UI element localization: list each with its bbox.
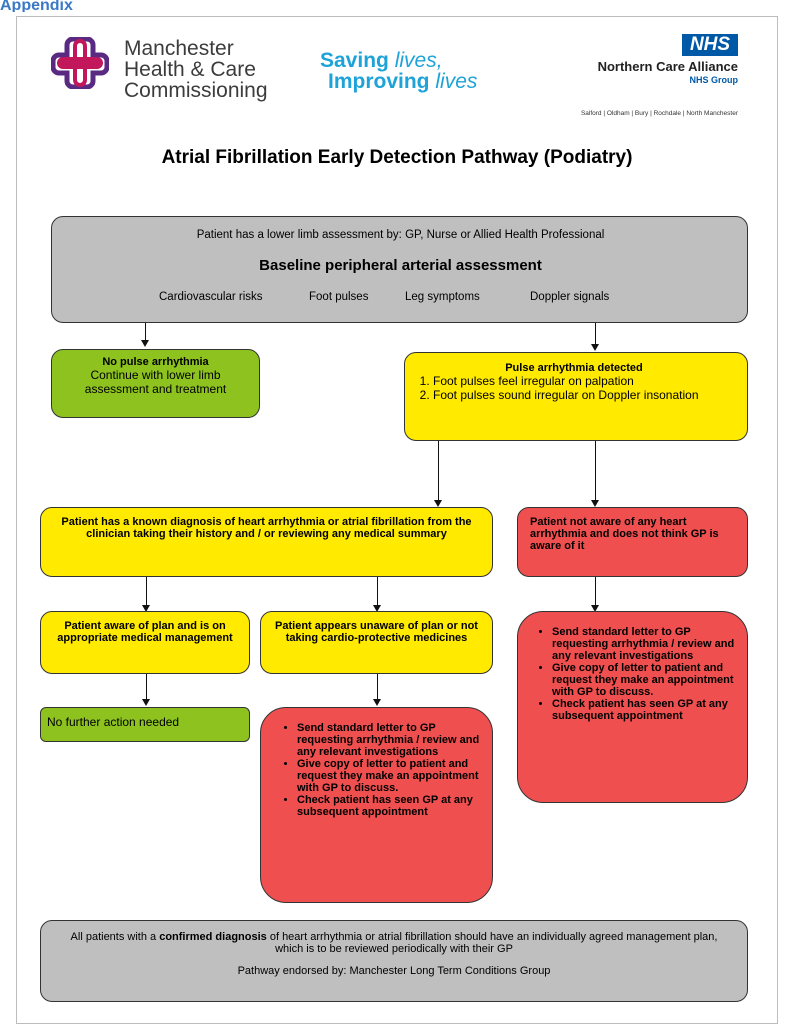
mhcc-logo-text: Manchester Health & Care Commissioning	[124, 38, 268, 101]
actions-box-right: Send standard letter to GP requesting ar…	[517, 611, 748, 803]
page-title: Atrial Fibrillation Early Detection Path…	[161, 147, 633, 168]
connector-line	[377, 577, 378, 607]
list-item: Check patient has seen GP at any subsequ…	[297, 794, 482, 818]
list-item: Give copy of letter to patient and reque…	[552, 662, 739, 698]
connector-line	[146, 577, 147, 607]
list-item: Foot pulses feel irregular on palpation	[433, 374, 737, 388]
list-item: Foot pulses sound irregular on Doppler i…	[433, 388, 737, 402]
mhcc-line-3: Commissioning	[124, 79, 268, 102]
plan-text-post: of heart arrhythmia or atrial fibrillati…	[266, 931, 718, 955]
connector-line	[595, 323, 596, 346]
assessment-by-text: Patient has a lower limb assessment by: …	[196, 229, 605, 241]
slogan-improving: Improving	[328, 70, 430, 93]
no-pulse-arrhythmia-box: No pulse arrhythmia Continue with lower …	[51, 349, 260, 418]
list-item: Give copy of letter to patient and reque…	[297, 758, 482, 794]
top-fragment: Appendix	[0, 0, 73, 12]
arrow-down-icon	[141, 340, 149, 347]
detected-list: Foot pulses feel irregular on palpation …	[411, 374, 737, 402]
nca-towns: Salford | Oldham | Bury | Rochdale | Nor…	[580, 110, 738, 117]
connector-line	[377, 674, 378, 701]
no-further-action-box: No further action needed	[40, 707, 250, 742]
item-leg-symptoms: Leg symptoms	[405, 291, 480, 303]
actions-list-left: Send standard letter to GP requesting ar…	[261, 722, 482, 818]
nca-group: NHS Group	[689, 75, 739, 85]
arrow-down-icon	[142, 699, 150, 706]
arrow-down-icon	[373, 605, 381, 612]
arrow-down-icon	[373, 699, 381, 706]
item-cardiovascular: Cardiovascular risks	[159, 291, 263, 303]
arrow-down-icon	[142, 605, 150, 612]
connector-line	[438, 441, 439, 502]
unaware-of-plan-box: Patient appears unaware of plan or not t…	[260, 611, 493, 674]
endorsement-text: Pathway endorsed by: Manchester Long Ter…	[237, 965, 551, 977]
connector-line	[146, 674, 147, 701]
slogan-saving: Saving	[320, 49, 389, 72]
connector-line	[145, 323, 146, 342]
connector-line	[595, 441, 596, 502]
arrow-down-icon	[591, 605, 599, 612]
detected-heading: Pulse arrhythmia detected	[505, 362, 643, 374]
pathway-page: Manchester Health & Care Commissioning S…	[16, 16, 778, 1024]
list-item: Send standard letter to GP requesting ar…	[297, 722, 482, 758]
not-aware-box: Patient not aware of any heart arrhythmi…	[517, 507, 748, 577]
item-doppler: Doppler signals	[530, 291, 610, 303]
arrow-down-icon	[591, 500, 599, 507]
no-pulse-text: Continue with lower limb assessment and …	[84, 368, 227, 396]
actions-box-left: Send standard letter to GP requesting ar…	[260, 707, 493, 903]
actions-list-right: Send standard letter to GP requesting ar…	[518, 626, 739, 722]
list-item: Send standard letter to GP requesting ar…	[552, 626, 739, 662]
pulse-arrhythmia-detected-box: Pulse arrhythmia detected Foot pulses fe…	[404, 352, 748, 441]
mhcc-line-1: Manchester	[124, 37, 234, 60]
list-item: Check patient has seen GP at any subsequ…	[552, 698, 739, 722]
aware-of-plan-box: Patient aware of plan and is on appropri…	[40, 611, 250, 674]
management-plan-box: All patients with a confirmed diagnosis …	[40, 920, 748, 1002]
connector-line	[595, 577, 596, 607]
arrow-down-icon	[434, 500, 442, 507]
nca-org-name: Northern Care Alliance	[597, 59, 738, 74]
mhcc-line-2: Health & Care	[124, 58, 256, 81]
item-foot-pulses: Foot pulses	[309, 291, 369, 303]
slogan-lives-1: lives,	[394, 49, 443, 72]
slogan: Saving lives, Improving lives	[320, 50, 477, 92]
management-plan-text: All patients with a confirmed diagnosis …	[65, 931, 723, 955]
mhcc-logo-icon	[51, 37, 109, 89]
slogan-lives-2: lives	[435, 70, 478, 93]
arrow-down-icon	[591, 344, 599, 351]
no-pulse-heading: No pulse arrhythmia	[102, 356, 209, 368]
plan-text-pre: All patients with a	[70, 931, 160, 943]
known-diagnosis-box: Patient has a known diagnosis of heart a…	[40, 507, 493, 577]
nhs-logo: NHS	[682, 34, 738, 56]
baseline-assessment-box: Patient has a lower limb assessment by: …	[51, 216, 748, 323]
baseline-heading: Baseline peripheral arterial assessment	[259, 257, 542, 274]
plan-text-strong: confirmed diagnosis	[159, 931, 267, 943]
